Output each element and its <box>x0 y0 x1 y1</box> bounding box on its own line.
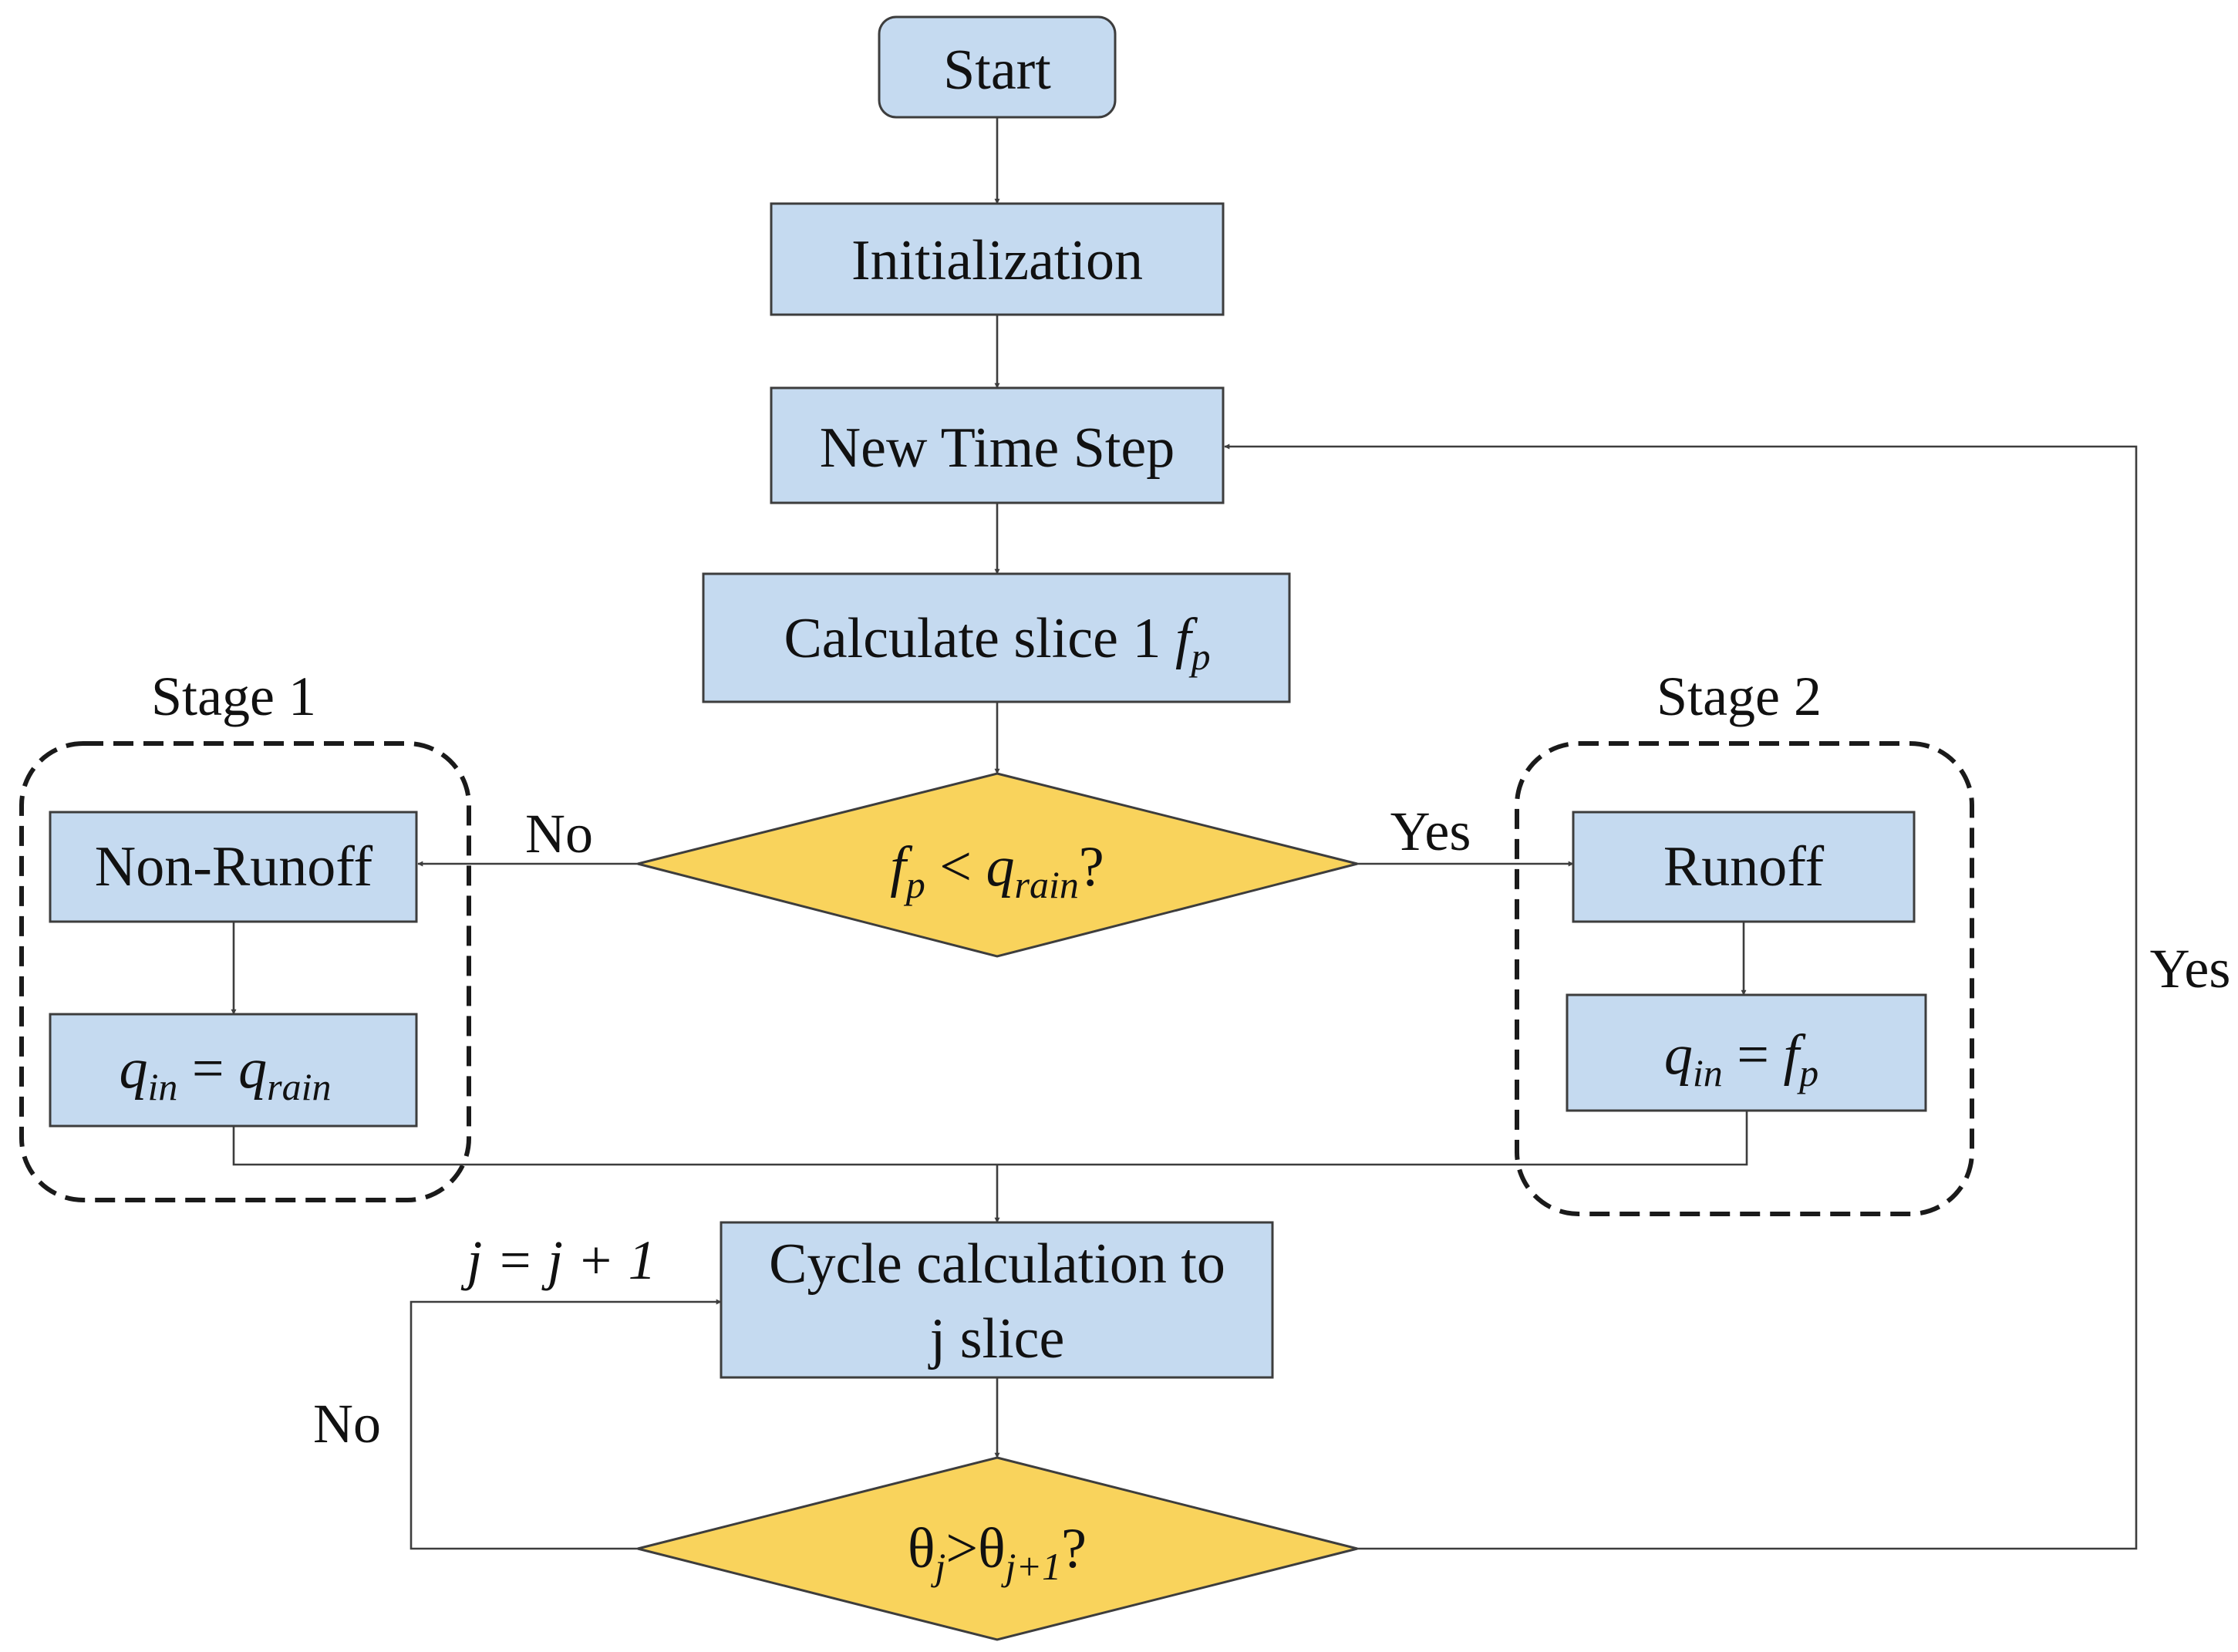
qinfp-in: in <box>1693 1051 1723 1094</box>
theta-j: θ <box>908 1517 935 1580</box>
runoff-label: Runoff <box>1663 835 1825 898</box>
initialization-node <box>770 202 1225 316</box>
edge-label-yes-right: Yes <box>1390 801 1471 862</box>
cycle-line2: j slice <box>928 1307 1065 1370</box>
decision-rain: rain <box>1015 863 1079 906</box>
theta-decision <box>637 1456 1358 1641</box>
qin-fp-node <box>1566 993 1927 1112</box>
edge-label-increment: j = j + 1 <box>460 1229 656 1291</box>
calculate-slice-text: Calculate slice 1 <box>784 607 1175 670</box>
theta-decision-label: θj>θj+1? <box>908 1517 1087 1588</box>
edge-label-no-loop: No <box>313 1393 381 1455</box>
decision-question: ? <box>1079 835 1104 898</box>
decision-p: p <box>904 863 925 906</box>
theta-op: > <box>945 1517 978 1580</box>
edge-merge-right <box>997 1111 1748 1166</box>
edge-merge-left <box>232 1126 997 1166</box>
qrain-rain: rain <box>267 1065 331 1108</box>
stage1-label: Stage 1 <box>151 666 316 727</box>
theta-question: ? <box>1061 1517 1087 1580</box>
qin-qrain-label: qin = qrain <box>120 1037 332 1108</box>
qinfp-p: p <box>1797 1051 1818 1094</box>
qin-in: in <box>148 1065 178 1108</box>
cycle-line1: Cycle calculation to <box>769 1232 1225 1296</box>
runoff-decision <box>637 772 1358 958</box>
new-time-step-label: New Time Step <box>820 416 1175 480</box>
stage2-label: Stage 2 <box>1657 666 1822 727</box>
theta-j1-sub: j+1 <box>1001 1545 1062 1588</box>
new-time-step-node <box>770 386 1225 504</box>
stage1-group <box>19 741 471 1202</box>
runoff-decision-label: fp < qrain? <box>890 835 1104 906</box>
runoff-node <box>1572 811 1916 923</box>
qrain-q: q <box>238 1037 267 1101</box>
calculate-slice-p: p <box>1189 635 1211 678</box>
qin-q: q <box>120 1037 148 1101</box>
start-node <box>878 15 1117 119</box>
non-runoff-label: Non-Runoff <box>95 835 373 898</box>
cycle-calculation-node <box>720 1221 1274 1379</box>
edge-no-loop <box>410 1299 722 1550</box>
edge-yes-loop <box>1224 443 2138 1550</box>
qin-fp-label: qin = fp <box>1664 1023 1818 1094</box>
edge-label-no-left: No <box>525 803 593 865</box>
qin-qrain-node <box>49 1013 418 1128</box>
initialization-label: Initialization <box>851 229 1143 292</box>
qinfp-q: q <box>1664 1023 1693 1087</box>
stage2-group <box>1515 741 1974 1216</box>
theta-j1: θ <box>978 1517 1005 1580</box>
decision-q: q <box>986 835 1015 898</box>
qinfp-op: = <box>1723 1023 1784 1087</box>
decision-op: < <box>925 835 986 898</box>
edge-label-yes-loop: Yes <box>2150 938 2231 1000</box>
qin-op: = <box>177 1037 238 1101</box>
calculate-slice-node <box>702 572 1291 703</box>
start-label: Start <box>943 39 1051 102</box>
calculate-slice-label: Calculate slice 1 fp <box>784 607 1210 678</box>
non-runoff-node <box>49 811 418 923</box>
